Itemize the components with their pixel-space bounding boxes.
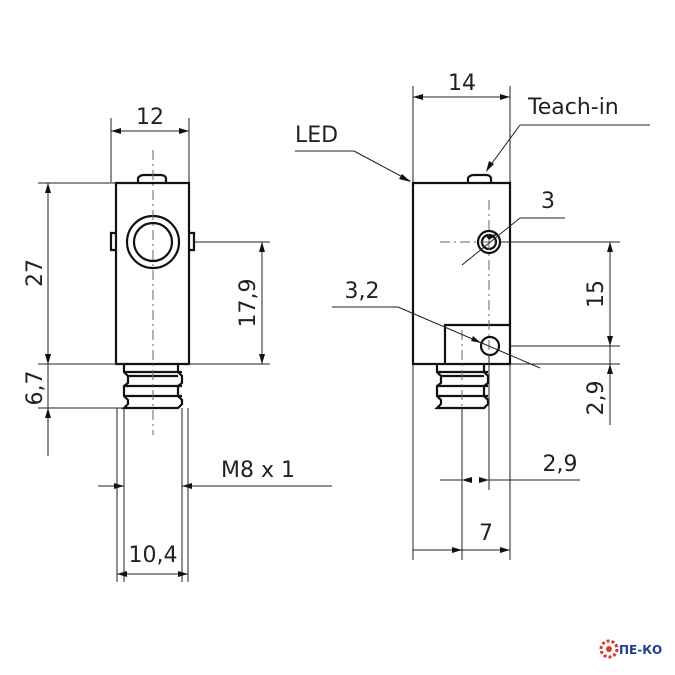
right-hole-lower bbox=[479, 335, 501, 357]
dim-left-connector-length: 6,7 bbox=[23, 371, 48, 406]
dim-left-height-total: 27 bbox=[23, 259, 48, 287]
dim-left-width-top: 12 bbox=[136, 105, 164, 130]
dim-left-connector-width: 10,4 bbox=[129, 543, 178, 568]
label-teach-in: Teach-in bbox=[527, 95, 619, 120]
left-connector bbox=[121, 364, 184, 410]
right-view: 14 LED Teach-in 3 3,2 15 2,9 bbox=[295, 71, 650, 560]
dim-right-hole-lower: 3,2 bbox=[345, 279, 380, 304]
watermark-logo: ПЕ-КО bbox=[599, 639, 662, 659]
dim-left-thread: M8 x 1 bbox=[221, 458, 295, 483]
left-view: 12 27 17,9 6,7 M8 x 1 10, bbox=[23, 105, 332, 582]
dim-right-hole-lower-offset: 2,9 bbox=[584, 381, 609, 416]
left-side-nub-left bbox=[109, 231, 116, 252]
right-mount-block bbox=[443, 323, 510, 364]
left-lens-inner bbox=[132, 221, 174, 263]
watermark-text: ПЕ-КО bbox=[619, 643, 662, 657]
gear-icon bbox=[599, 639, 619, 659]
right-teach-in-bump bbox=[466, 173, 493, 183]
left-led-cap bbox=[136, 173, 168, 183]
dim-left-height-lens: 17,9 bbox=[236, 279, 261, 328]
dim-right-width-top: 14 bbox=[448, 71, 476, 96]
dim-right-connector-offset: 7 bbox=[479, 521, 493, 546]
dim-right-hole-upper: 3 bbox=[541, 189, 555, 214]
dim-right-hole-horizontal: 2,9 bbox=[543, 452, 578, 477]
dim-right-hole-spacing: 15 bbox=[584, 280, 609, 308]
label-led: LED bbox=[295, 123, 338, 148]
right-connector bbox=[434, 364, 490, 410]
